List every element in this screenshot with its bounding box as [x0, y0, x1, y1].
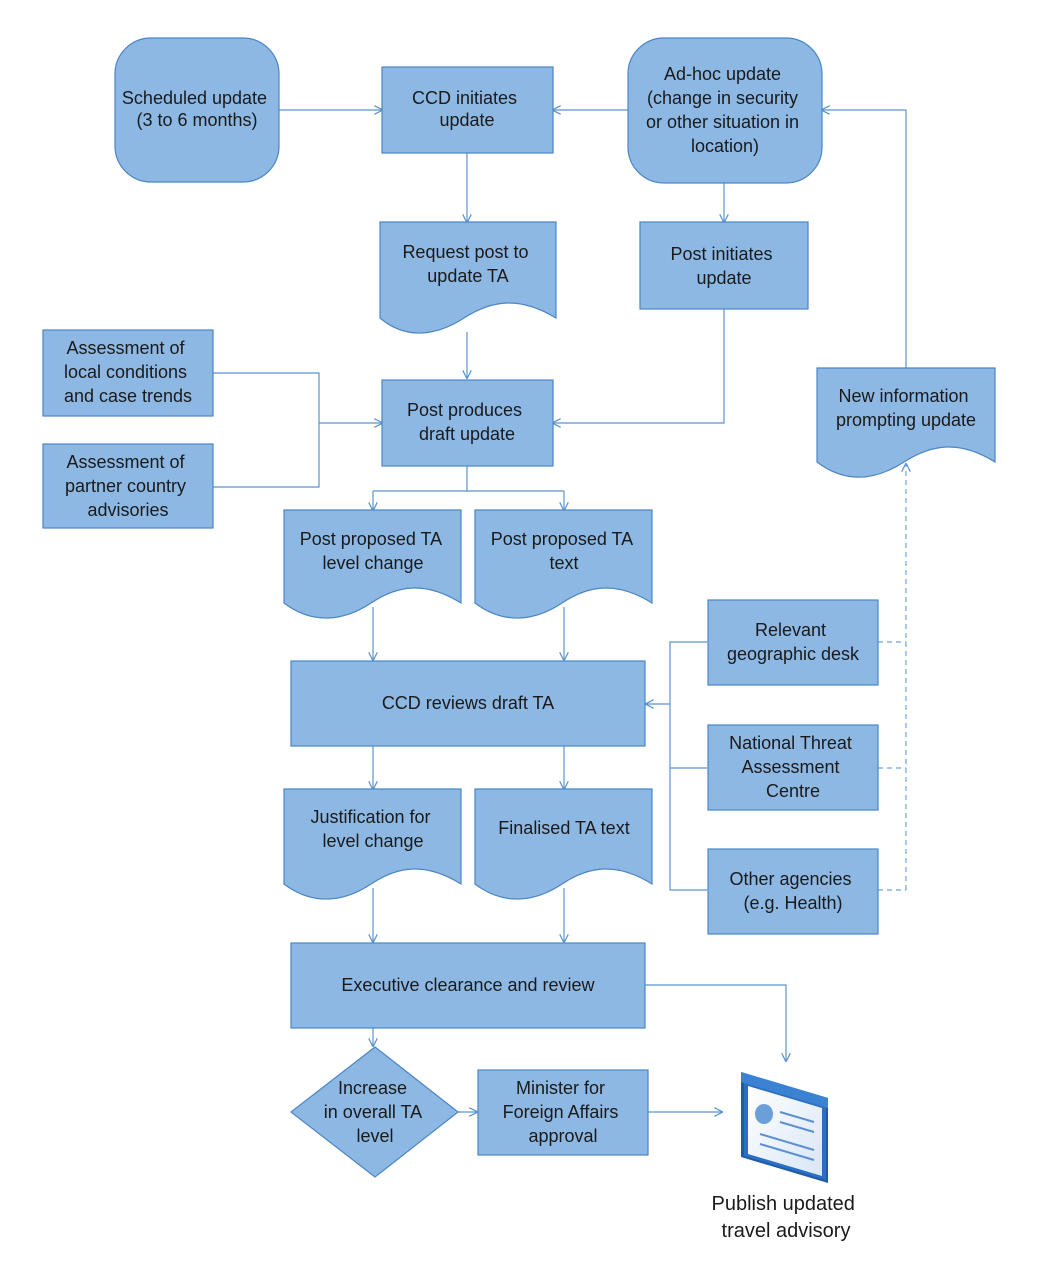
node-finalised-text: Finalised TA text [474, 788, 653, 900]
node-label: National Threat Assessment Centre [729, 733, 857, 801]
node-label: Other agencies (e.g. Health) [729, 869, 856, 913]
node-label: Post proposed TA level change [300, 529, 446, 573]
node-request-post: Request post to update TA [379, 221, 557, 334]
node-post-produces: Post produces draft update [381, 379, 554, 467]
edge-postinit-to-produces [553, 309, 725, 423]
connectors [213, 110, 906, 1112]
edge-produces-split [373, 466, 468, 492]
node-new-information: New information prompting update [816, 367, 996, 478]
node-minister-approval: Minister for Foreign Affairs approval [477, 1069, 649, 1156]
node-scheduled-update: Scheduled update (3 to 6 months) [114, 37, 280, 183]
node-label: Increase in overall TA level [324, 1078, 426, 1146]
node-label: CCD initiates update [412, 88, 522, 130]
node-label: Post proposed TA text [491, 529, 637, 573]
node-assessment-partner: Assessment of partner country advisories [42, 443, 214, 529]
edge-local-to-produces [213, 372, 320, 488]
node-label: Assessment of local conditions and case … [64, 338, 192, 406]
node-label: Relevant geographic desk [727, 620, 860, 664]
edge-agencies-bus [669, 641, 707, 891]
node-justification: Justification for level change [283, 788, 462, 900]
node-assessment-local: Assessment of local conditions and case … [42, 329, 214, 417]
node-label: Ad-hoc update (change in security or oth… [646, 64, 804, 156]
node-label: Post initiates update [670, 244, 777, 288]
edge-newinfo-to-adhoc [822, 110, 907, 368]
node-label: New information prompting update [836, 386, 976, 430]
node-adhoc-update: Ad-hoc update (change in security or oth… [627, 37, 823, 184]
browser-window-icon [741, 1072, 828, 1183]
node-geographic-desk: Relevant geographic desk [707, 599, 879, 686]
node-threat-centre: National Threat Assessment Centre [707, 724, 879, 811]
node-executive-clearance: Executive clearance and review [290, 942, 646, 1029]
node-proposed-level: Post proposed TA level change [283, 509, 462, 619]
node-label: Finalised TA text [498, 818, 629, 838]
node-label: Scheduled update (3 to 6 months) [122, 88, 272, 130]
edge-exec-to-publish [645, 984, 786, 1061]
node-ccd-initiates: CCD initiates update [381, 66, 554, 154]
node-label: CCD reviews draft TA [382, 693, 554, 713]
node-label: Justification for level change [310, 807, 435, 851]
node-label: Request post to update TA [402, 242, 533, 286]
node-increase-level: Increase in overall TA level [290, 1046, 459, 1178]
node-label: Post produces draft update [407, 400, 527, 444]
node-post-initiates: Post initiates update [639, 221, 809, 310]
node-other-agencies: Other agencies (e.g. Health) [707, 848, 879, 935]
node-ccd-reviews: CCD reviews draft TA [290, 660, 646, 747]
node-proposed-text: Post proposed TA text [474, 509, 653, 619]
node-label: Executive clearance and review [341, 975, 595, 995]
node-label: Assessment of partner country advisories [65, 452, 191, 520]
publish-caption: Publish updated travel advisory [711, 1193, 860, 1242]
node-label: Minister for Foreign Affairs approval [503, 1078, 624, 1146]
